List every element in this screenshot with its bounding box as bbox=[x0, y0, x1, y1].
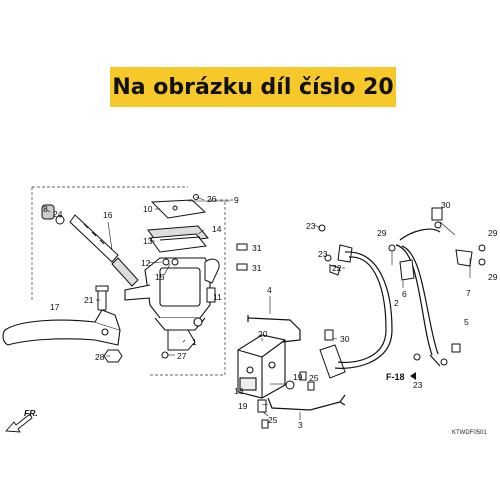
callout-30b: 30 bbox=[441, 200, 451, 210]
callout-29b: 29 bbox=[488, 228, 498, 238]
callout-14: 14 bbox=[212, 224, 222, 234]
callout-numbers: 8 24 16 10 26 9 14 13 12 15 31 31 11 17 … bbox=[43, 194, 498, 430]
diagram-code: KTWDF0501 bbox=[452, 430, 487, 436]
callout-25b: 25 bbox=[268, 415, 278, 425]
brake-pipe-4 bbox=[247, 315, 301, 343]
callout-13: 13 bbox=[143, 236, 153, 246]
hose-clamps bbox=[318, 207, 486, 366]
callout-9: 9 bbox=[234, 195, 239, 205]
front-label: FR. bbox=[24, 408, 38, 418]
abs-modulator bbox=[237, 334, 286, 399]
pipe-joints bbox=[257, 371, 315, 429]
callout-28: 28 bbox=[95, 352, 105, 362]
callout-11: 11 bbox=[213, 292, 222, 302]
brake-pipe-3 bbox=[267, 394, 346, 411]
callout-3: 3 bbox=[298, 420, 303, 430]
callout-7: 7 bbox=[466, 288, 471, 298]
callout-17: 17 bbox=[50, 302, 60, 312]
master-cylinder-frame bbox=[31, 186, 235, 376]
leader-lines bbox=[46, 196, 471, 420]
callout-29a: 29 bbox=[377, 228, 387, 238]
part-number-banner: Na obrázku díl číslo 20 bbox=[110, 67, 396, 107]
reference-label: F-18 bbox=[386, 372, 416, 382]
callout-15: 15 bbox=[155, 272, 165, 282]
reservoir-fittings bbox=[162, 194, 248, 303]
callout-6: 6 bbox=[402, 289, 407, 299]
callout-31a: 31 bbox=[252, 243, 262, 253]
callout-23b: 23 bbox=[318, 249, 328, 259]
callout-19b: 19 bbox=[238, 401, 248, 411]
callout-26: 26 bbox=[207, 194, 217, 204]
callout-12: 12 bbox=[141, 258, 151, 268]
callout-5: 5 bbox=[464, 317, 469, 327]
callout-30a: 30 bbox=[340, 334, 350, 344]
callout-25a: 25 bbox=[309, 373, 319, 383]
reference-arrow-icon bbox=[410, 372, 416, 380]
callout-8: 8 bbox=[43, 204, 48, 214]
front-direction-indicator: FR. bbox=[5, 408, 38, 433]
callout-22: 22 bbox=[332, 263, 342, 273]
hose-joint-block bbox=[319, 244, 353, 379]
callout-19a: 19 bbox=[293, 372, 303, 382]
reservoir-cap bbox=[147, 199, 209, 253]
callout-18: 18 bbox=[234, 386, 244, 396]
callout-23c: 23 bbox=[413, 380, 423, 390]
callout-24: 24 bbox=[53, 209, 63, 219]
brake-hose-5 bbox=[395, 228, 441, 367]
callout-2: 2 bbox=[394, 298, 399, 308]
front-arrow-icon bbox=[5, 413, 33, 433]
master-cylinder-body bbox=[124, 257, 211, 331]
callout-20: 20 bbox=[258, 329, 268, 339]
callout-16: 16 bbox=[103, 210, 113, 220]
banner-text: Na obrázku díl číslo 20 bbox=[112, 74, 394, 100]
callout-10: 10 bbox=[143, 204, 153, 214]
pivot-bolt bbox=[95, 285, 123, 363]
callout-4: 4 bbox=[267, 285, 272, 295]
piston-set bbox=[41, 204, 139, 287]
callout-27: 27 bbox=[177, 351, 187, 361]
brake-hose-2 bbox=[334, 251, 393, 369]
brake-lever bbox=[2, 309, 121, 346]
callout-31b: 31 bbox=[252, 263, 262, 273]
reference-f18: F-18 bbox=[386, 372, 405, 382]
callout-1: 1 bbox=[192, 337, 197, 347]
brake-switch bbox=[161, 329, 196, 359]
callout-29c: 29 bbox=[488, 272, 498, 282]
callout-21: 21 bbox=[84, 295, 94, 305]
callout-23a: 23 bbox=[306, 221, 316, 231]
